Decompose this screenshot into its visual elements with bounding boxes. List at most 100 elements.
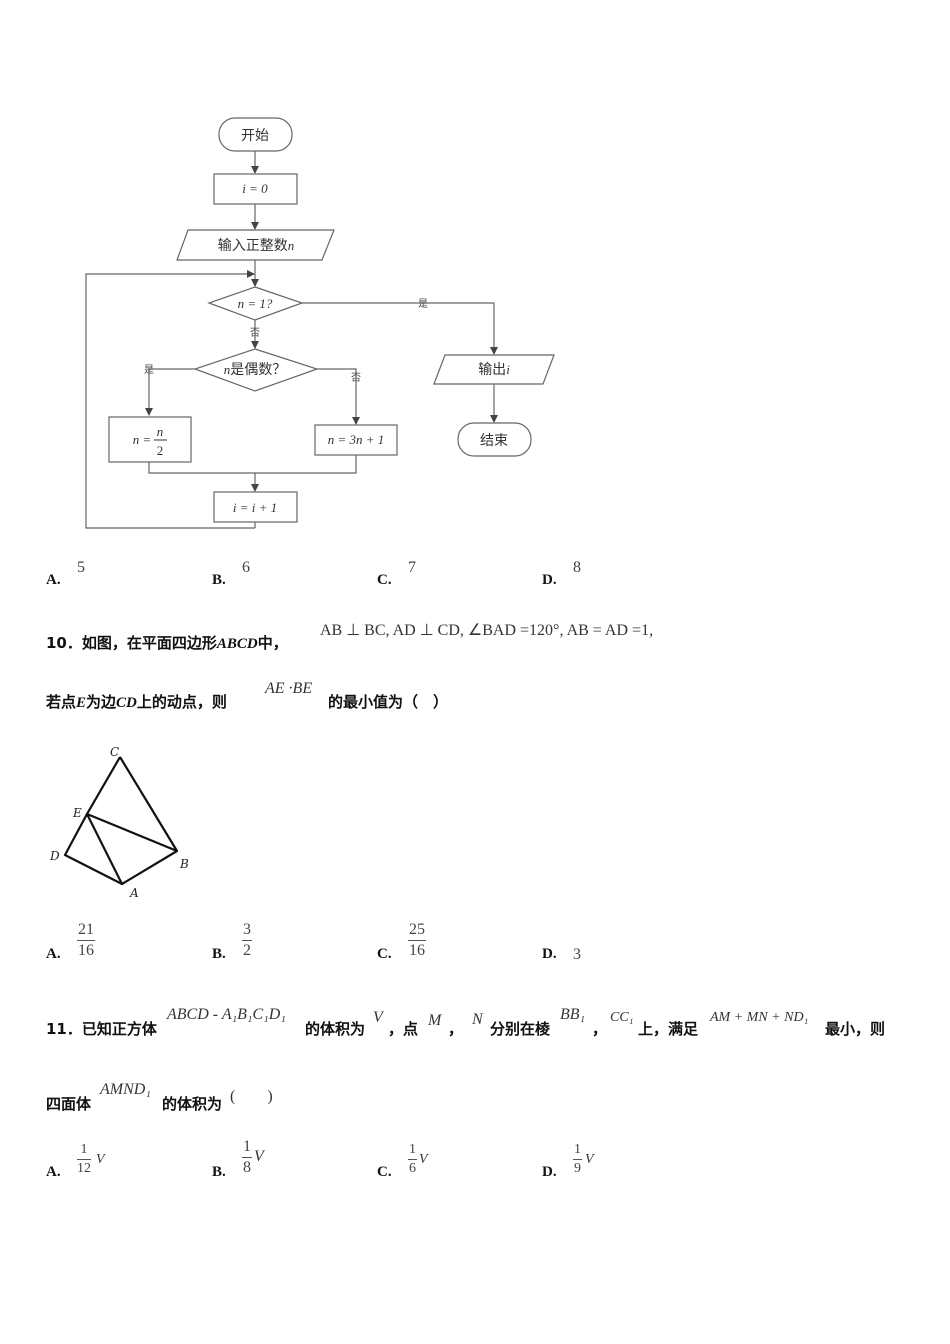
q10-line2: 若点E为边CD上的动点，则 xyxy=(46,691,227,712)
input-label: 输入正整数n xyxy=(218,238,295,254)
output-parallelogram xyxy=(433,354,555,385)
q11-text4: 分别在棱 xyxy=(490,1020,551,1038)
cond1-label: n = 1? xyxy=(238,296,273,311)
q10-suffix: 中， xyxy=(257,634,288,652)
label-a: A xyxy=(129,886,139,900)
numerator: 1 xyxy=(409,1142,416,1157)
q10-line1: 10．如图，在平面四边形ABCD中， xyxy=(46,632,288,653)
q10-option-b-label[interactable]: B. xyxy=(212,946,226,962)
q11-text1: 已知正方体 xyxy=(81,1020,157,1038)
cond1-yes-label: 是 xyxy=(418,298,428,310)
numerator: 25 xyxy=(409,921,425,938)
q10-condition-math: AB ⊥ BC, AD ⊥ CD, ∠BAD =120°, AB = AD =1… xyxy=(320,622,654,639)
q11-answer-paren: ( ) xyxy=(230,1088,273,1105)
condition-n-even xyxy=(193,348,319,392)
q10-line2-mid: 为边 xyxy=(86,693,117,711)
q11-option-b-var: V xyxy=(254,1148,264,1165)
numerator: 1 xyxy=(574,1142,581,1157)
even-step-num: n xyxy=(157,424,164,439)
even-step-den: 2 xyxy=(157,443,164,458)
numerator: 3 xyxy=(243,921,251,938)
end-label: 结束 xyxy=(480,433,508,449)
increment-label: i = i + 1 xyxy=(233,500,277,515)
q11-option-a-label[interactable]: A. xyxy=(46,1164,61,1180)
q11-text5: 上，满足 xyxy=(638,1020,699,1038)
q11-text2: 的体积为 xyxy=(305,1020,366,1038)
q11-number-text: 11．已知正方体 xyxy=(46,1018,157,1039)
increment-box xyxy=(213,491,298,523)
q11-point-m: M xyxy=(428,1012,442,1029)
q10-quadrilateral-figure: C E D B A xyxy=(49,745,189,900)
start-label: 开始 xyxy=(241,128,269,144)
q11-point-n: N xyxy=(472,1011,483,1028)
label-c: C xyxy=(110,745,119,759)
q11-option-d-label[interactable]: D. xyxy=(542,1164,557,1180)
q11-text3: ，点 xyxy=(388,1020,419,1038)
q11-line2-text: 四面体 xyxy=(46,1095,92,1113)
q11-option-c-var: V xyxy=(419,1152,428,1167)
init-box xyxy=(213,173,298,205)
q10-option-d-value: 3 xyxy=(573,946,581,963)
q10-edge-cd: CD xyxy=(116,695,137,711)
cond2-no-label: 否 xyxy=(351,372,361,384)
denominator: 9 xyxy=(574,1161,581,1176)
q11-option-a-var: V xyxy=(96,1152,105,1167)
q10-shape: ABCD xyxy=(216,636,258,652)
q11-sum-math: AM + MN + ND₁ xyxy=(710,1010,809,1025)
q9-option-c-label[interactable]: C. xyxy=(377,572,392,588)
q10-point-e: E xyxy=(76,695,87,711)
q11-option-d-var: V xyxy=(585,1152,594,1167)
even-step-box xyxy=(108,416,192,463)
numerator: 21 xyxy=(78,921,94,938)
q10-number: 10． xyxy=(46,634,82,652)
flowchart: 开始 i = 0 输入正整数n n = 1? 是 否 n是偶数？ 是 否 n =… xyxy=(85,117,555,529)
end-terminal xyxy=(457,422,532,457)
denominator: 16 xyxy=(78,942,94,959)
denominator: 6 xyxy=(409,1161,416,1176)
q9-option-d-label[interactable]: D. xyxy=(542,572,557,588)
denominator: 2 xyxy=(243,942,251,959)
odd-step-box xyxy=(314,424,398,456)
label-b: B xyxy=(179,857,189,871)
q9-option-a-value: 5 xyxy=(77,559,85,576)
q11-text6: 最小，则 xyxy=(825,1020,886,1038)
denominator: 12 xyxy=(77,1161,91,1176)
init-label: i = 0 xyxy=(242,181,268,196)
q11-number: 11． xyxy=(46,1020,82,1038)
q9-option-c-value: 7 xyxy=(408,559,416,576)
q10-option-d-label[interactable]: D. xyxy=(542,946,557,962)
q11-option-b-label[interactable]: B. xyxy=(212,1164,226,1180)
cond1-no-label: 否 xyxy=(250,327,260,339)
label-d: D xyxy=(49,849,60,863)
q11-cube-math: ABCD - A₁B₁C₁D₁ xyxy=(167,1006,286,1023)
q10-text: 如图，在平面四边形 xyxy=(81,634,217,652)
q9-option-d-value: 8 xyxy=(573,559,581,576)
even-step-lhs: n = xyxy=(133,432,152,447)
q10-option-a-label[interactable]: A. xyxy=(46,946,61,962)
q9-option-b-label[interactable]: B. xyxy=(212,572,226,588)
q11-volume-var: V xyxy=(373,1009,383,1026)
q11-tetra-math: AMND₁ xyxy=(100,1081,151,1098)
output-label: 输出i xyxy=(478,362,510,378)
numerator: 1 xyxy=(243,1138,251,1155)
q11-sep2: ， xyxy=(592,1020,608,1038)
q9-option-b-value: 6 xyxy=(242,559,250,576)
q11-edge-bb1: BB₁ xyxy=(560,1006,586,1023)
q10-option-c-label[interactable]: C. xyxy=(377,946,392,962)
odd-step-label: n = 3n + 1 xyxy=(328,432,385,447)
q11-option-c-label[interactable]: C. xyxy=(377,1164,392,1180)
numerator: 1 xyxy=(80,1142,88,1157)
denominator: 8 xyxy=(243,1159,251,1176)
q9-option-a-label[interactable]: A. xyxy=(46,572,61,588)
input-parallelogram xyxy=(176,229,335,261)
q10-dot-product-math: AE ·BE xyxy=(265,680,313,697)
denominator: 16 xyxy=(409,942,425,959)
q11-edge-cc1: CC₁ xyxy=(610,1010,634,1025)
q10-line2-mid2: 上的动点，则 xyxy=(136,693,227,711)
